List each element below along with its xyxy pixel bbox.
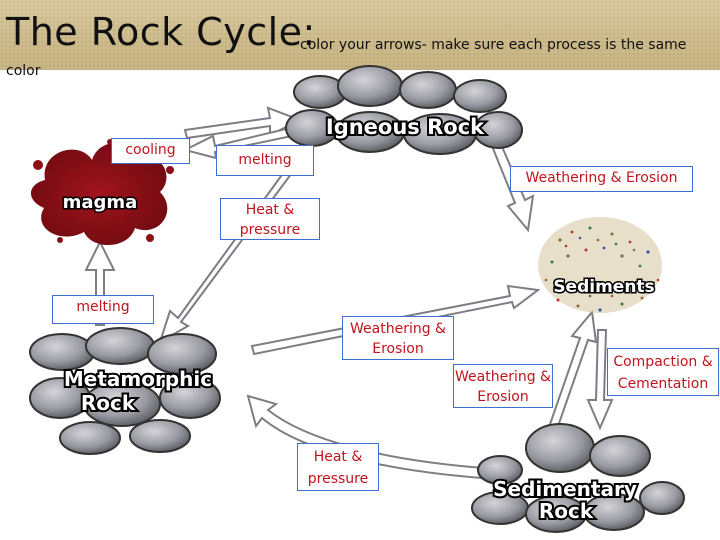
label-heat-pressure-bottom: Heat & pressure [297, 443, 379, 491]
arrow-compaction [586, 329, 614, 431]
arrow-cooling [183, 106, 303, 140]
magma-node: magma [30, 139, 174, 246]
sediments-label: Sediments [553, 277, 654, 297]
label-melting-top: melting [216, 145, 314, 176]
arrow-weathering-right [546, 309, 598, 434]
instructions-text-continued: color [6, 63, 41, 79]
instructions-text: color your arrows- make sure each proces… [300, 37, 687, 53]
label-weathering-erosion-right: Weathering & Erosion [453, 364, 553, 408]
label-weathering-erosion-top: Weathering & Erosion [510, 166, 693, 192]
label-cooling: cooling [111, 138, 190, 164]
metamorphic-rock-label-line1: Metamorphic [64, 367, 212, 391]
label-weathering-erosion-middle: Weathering & Erosion [342, 316, 454, 360]
sedimentary-rock-label-line2: Rock [539, 499, 594, 523]
label-compaction-cementation: Compaction & Cementation [607, 348, 719, 396]
title-banner [0, 0, 720, 70]
metamorphic-rock-label-line2: Rock [81, 391, 136, 415]
igneous-rock-label: Igneous Rock [326, 115, 485, 139]
label-heat-pressure-top: Heat & pressure [220, 198, 320, 240]
label-melting-left: melting [52, 295, 154, 324]
page-title: The Rock Cycle: [6, 10, 316, 54]
sediments-node: Sediments [538, 217, 662, 313]
igneous-rock-node: Igneous Rock [285, 65, 523, 155]
arrow-heat-pressure-top [158, 148, 308, 345]
arrow-melting-top [182, 126, 294, 160]
magma-label: magma [63, 192, 138, 213]
arrow-heat-pressure-bottom [246, 394, 486, 480]
sedimentary-rock-node: Sedimentary Rock [471, 423, 685, 533]
metamorphic-rock-node: Metamorphic Rock [29, 327, 221, 455]
sedimentary-rock-label-line1: Sedimentary [493, 477, 637, 501]
